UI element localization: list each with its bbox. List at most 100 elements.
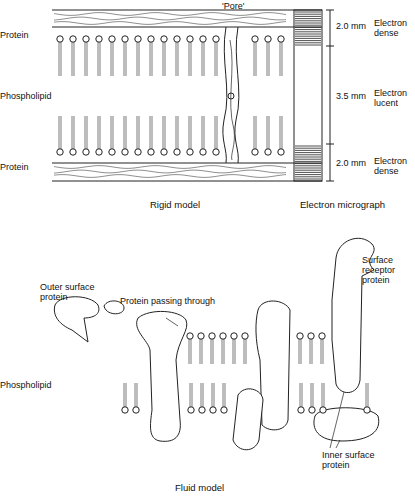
part-label: 'Pore' — [222, 1, 244, 11]
lipid-tail — [192, 383, 193, 407]
micrograph-dense-band — [295, 40, 321, 41]
micrograph-dense-band — [295, 146, 321, 147]
lipid-tail — [150, 42, 151, 76]
lipid-head — [278, 36, 284, 42]
lipid-head — [221, 407, 227, 413]
lipid-head — [252, 36, 258, 42]
micrograph-dense-band — [295, 31, 321, 32]
lipid-tail — [74, 116, 75, 149]
leader-line — [330, 392, 344, 448]
lipid-tail — [190, 383, 191, 407]
lipid-tail — [312, 339, 313, 364]
phospholipid-row — [122, 383, 370, 413]
lipid-tail — [111, 42, 112, 76]
lipid-tail — [163, 116, 164, 149]
lipid-tail — [98, 116, 99, 149]
lipid-head — [210, 407, 216, 413]
lipid-tail — [233, 339, 234, 364]
lipid-tail — [282, 116, 283, 149]
lipid-tail — [191, 339, 192, 364]
lipid-head — [109, 36, 115, 42]
lipid-head — [133, 407, 139, 413]
lipid-tail — [111, 116, 112, 149]
part-label: Surface receptor protein — [362, 255, 414, 285]
lipid-head — [188, 407, 194, 413]
lipid-head — [199, 407, 205, 413]
lipid-tail — [202, 42, 203, 76]
lipid-head — [96, 36, 102, 42]
lipid-tail — [126, 383, 127, 407]
micrograph-dense-band — [295, 161, 321, 162]
lipid-tail — [211, 339, 212, 364]
lipid-tail — [176, 116, 177, 149]
part-label: Electron dense — [374, 18, 414, 38]
figure-caption: Fluid model — [175, 483, 224, 493]
lipid-tail — [59, 42, 60, 76]
protein-texture — [54, 21, 286, 24]
lipid-head — [96, 149, 102, 155]
lipid-head — [161, 36, 167, 42]
lipid-tail — [85, 116, 86, 149]
lipid-tail — [224, 339, 225, 364]
part-label: Protein passing through — [120, 296, 215, 306]
lipid-head — [298, 407, 304, 413]
lipid-tail — [204, 42, 205, 76]
lipid-tail — [189, 42, 190, 76]
protein-texture — [54, 166, 286, 169]
micrograph-dense-band — [295, 18, 321, 19]
micrograph-dense-band — [295, 38, 321, 39]
lipid-tail — [150, 116, 151, 149]
pore-wall — [223, 27, 227, 163]
lipid-tail — [137, 383, 138, 407]
lipid-tail — [313, 383, 314, 407]
lipid-tail — [302, 383, 303, 407]
dimension-tick — [326, 10, 334, 11]
lipid-head — [57, 149, 63, 155]
dimension-tick — [326, 181, 334, 182]
transmembrane-protein — [137, 311, 187, 441]
part-label: Electron dense — [374, 156, 414, 176]
lipid-tail — [311, 383, 312, 407]
micrograph-dense-band — [295, 42, 321, 43]
lipid-head — [220, 333, 226, 339]
lipid-tail — [225, 383, 226, 407]
protein-texture — [54, 13, 286, 16]
pore-wall — [230, 40, 234, 160]
lipid-head — [200, 36, 206, 42]
micrograph-dense-band — [295, 152, 321, 153]
lipid-tail — [178, 116, 179, 149]
lipid-tail — [126, 42, 127, 76]
lipid-tail — [152, 116, 153, 149]
lipid-tail — [163, 42, 164, 76]
micrograph-dense-band — [295, 176, 321, 177]
lipid-tail — [212, 383, 213, 407]
lipid-tail — [282, 42, 283, 76]
dimension-line — [330, 10, 331, 181]
lipid-tail — [189, 339, 190, 364]
micrograph-dense-band — [295, 29, 321, 30]
micrograph-dense-band — [295, 150, 321, 151]
leader-line — [166, 318, 178, 326]
inner-surface-protein — [314, 408, 379, 441]
lipid-head — [83, 36, 89, 42]
lipid-tail — [124, 116, 125, 149]
lipid-tail — [321, 339, 322, 364]
lipid-head — [200, 149, 206, 155]
micrograph-dense-band — [295, 148, 321, 149]
part-label: Inner surface protein — [322, 450, 382, 470]
lipid-tail — [87, 116, 88, 149]
micrograph-dense-band — [295, 179, 321, 180]
lipid-head — [319, 333, 325, 339]
lipid-head — [135, 36, 141, 42]
lipid-head — [187, 36, 193, 42]
dimension-label: 2.0 mm — [336, 21, 366, 31]
lipid-head — [187, 333, 193, 339]
dimension-tick — [326, 46, 334, 47]
protein-texture — [54, 174, 286, 177]
lipid-head — [242, 333, 248, 339]
lipid-head — [198, 333, 204, 339]
micrograph-dense-band — [295, 165, 321, 166]
phospholipid-row — [187, 333, 325, 364]
lipid-tail — [72, 42, 73, 76]
phospholipid-row — [57, 116, 284, 155]
